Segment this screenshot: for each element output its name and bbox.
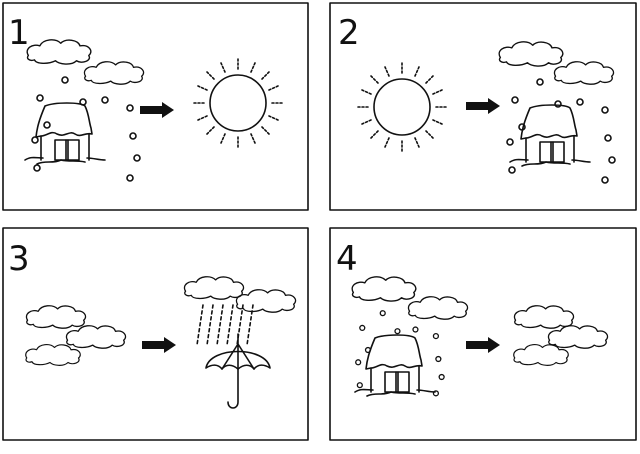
snowflakes-icon [31, 76, 141, 182]
arrow-right-icon [466, 98, 500, 114]
snowy-house-icon [354, 334, 436, 397]
panel-number: 3 [8, 239, 30, 279]
cloud-icon [547, 325, 609, 349]
panel-frame [2, 227, 309, 441]
panel-4: 4 [329, 227, 637, 441]
sun-icon [193, 58, 283, 148]
arrow-right-icon [140, 102, 174, 118]
panel-frame [329, 227, 637, 441]
panel-1: 1 [2, 2, 309, 211]
panel-number: 2 [338, 13, 360, 53]
umbrella-icon [205, 333, 271, 409]
cloud-icon [351, 276, 417, 302]
arrow-right-icon [466, 337, 500, 353]
cloud-icon [407, 296, 469, 320]
snowflakes-icon [506, 78, 616, 184]
panel-3: 3 [2, 227, 309, 441]
panel-number: 4 [336, 239, 358, 279]
rain-icon [196, 304, 254, 346]
cloud-icon [183, 276, 245, 300]
cloud-icon [83, 61, 145, 85]
cloud-icon [25, 343, 81, 367]
cloud-icon [65, 325, 127, 349]
panel-frame [2, 2, 309, 211]
panel-number: 1 [8, 13, 30, 53]
cloud-icon [25, 305, 87, 329]
cloud-icon [235, 289, 297, 313]
cloud-icon [553, 61, 615, 85]
panel-frame [329, 2, 637, 211]
cloud-icon [513, 305, 575, 329]
snowy-house-icon [24, 102, 106, 165]
cloud-icon [498, 41, 564, 67]
cloud-icon [26, 39, 92, 65]
arrow-right-icon [142, 337, 176, 353]
panel-2: 2 [329, 2, 637, 211]
snowy-house-icon [509, 104, 591, 167]
sun-icon [357, 62, 447, 152]
